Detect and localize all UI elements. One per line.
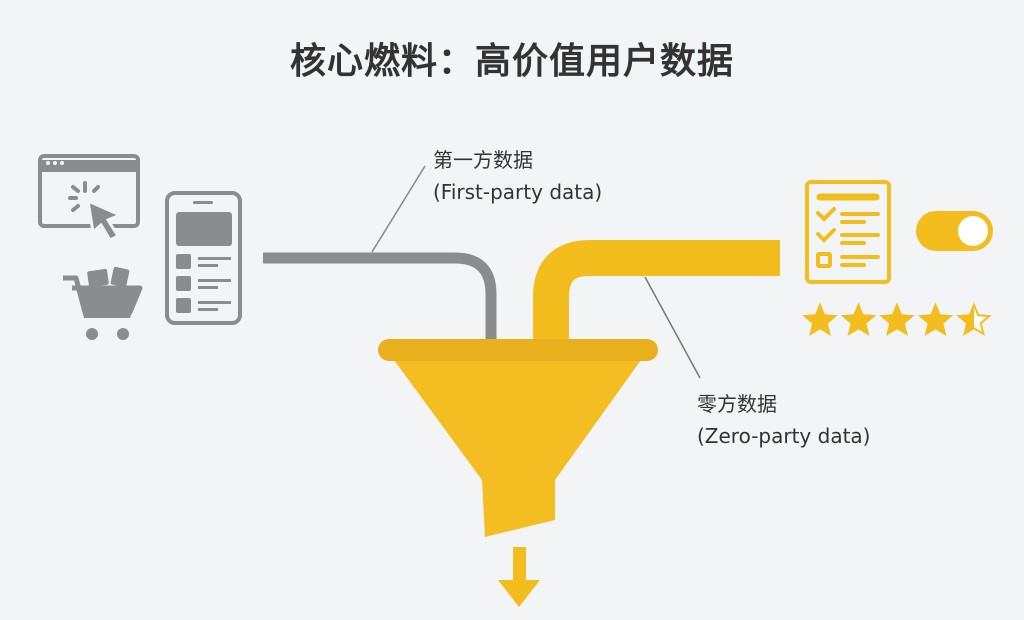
shopping-cart-icon [63,266,143,340]
zero-party-label: 零方数据 (Zero-party data) [697,388,870,452]
funnel-icon [378,339,658,537]
star-rating [802,302,992,337]
star-fill [920,305,951,334]
browser-click-icon [38,154,140,242]
first-party-label: 第一方数据 (First-party data) [433,144,602,208]
first-party-pipe [263,252,497,342]
zero-party-label-zh: 零方数据 [697,392,777,416]
first-party-label-zh: 第一方数据 [433,148,533,172]
mobile-app-icon [165,191,242,325]
first-party-label-en: (First-party data) [433,180,603,204]
zero-party-label-en: (Zero-party data) [697,424,871,448]
arrow-down-icon [498,547,540,607]
page-title: 核心燃料：高价值用户数据 [289,41,734,82]
star-fill [958,305,974,334]
zero-party-pipe [533,240,780,342]
survey-checklist-icon [805,180,891,284]
star-fill [843,305,874,334]
zero-party-leader-line [644,276,701,379]
first-party-leader-line [371,165,426,253]
star-fill [881,305,913,334]
star-fill [804,305,836,334]
toggle-switch [916,211,993,251]
